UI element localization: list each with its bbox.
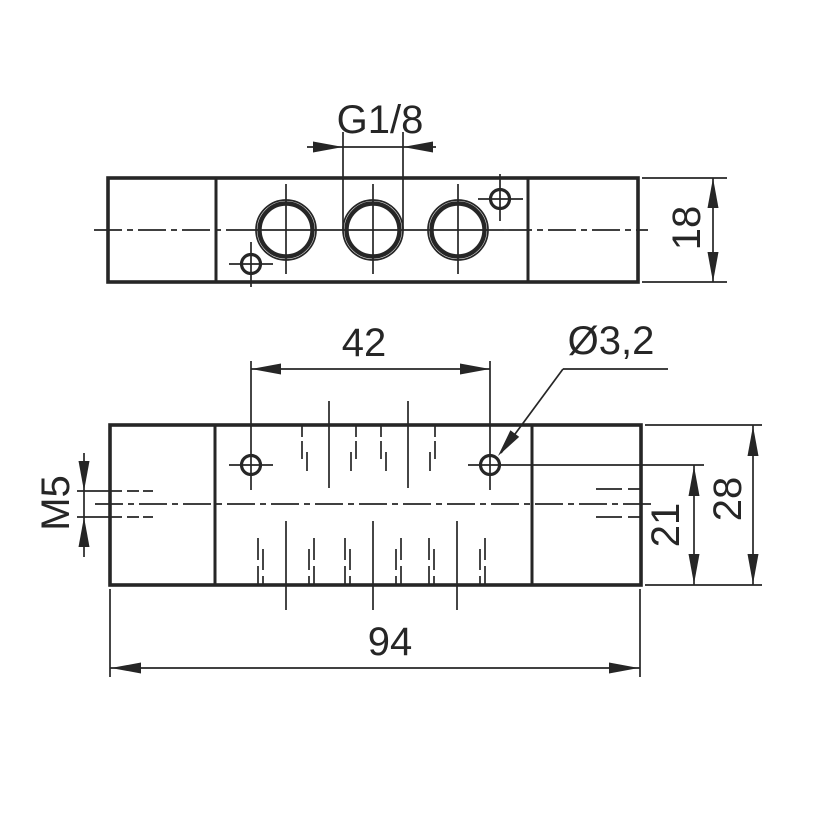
g18-arrow-left — [313, 141, 343, 153]
port-2-bore-circle — [344, 201, 402, 259]
dim42-label: 42 — [342, 321, 387, 365]
m5-arrow-top — [78, 461, 90, 491]
dimension-28: 28 — [645, 424, 762, 586]
dim18-arrow-bottom — [707, 252, 719, 282]
dia32-leader-arrow — [498, 430, 520, 456]
g18-port-1 — [255, 184, 317, 274]
dim94-arrow-left — [111, 662, 141, 674]
dimension-18: 18 — [642, 177, 727, 283]
m5-arrow-bottom — [78, 517, 90, 547]
dimension-42: 42 — [250, 321, 491, 490]
hidden-thread-lines-upper — [301, 425, 436, 471]
dimension-21: 21 — [468, 464, 704, 585]
m5-label: M5 — [34, 475, 78, 531]
g18-port-2 — [342, 184, 404, 274]
port-1-bore-circle — [257, 201, 315, 259]
dim42-arrow-right — [460, 363, 490, 375]
g18-label: G1/8 — [337, 98, 424, 142]
dimension-g18: G1/8 — [307, 98, 436, 231]
dim21-label: 21 — [644, 503, 688, 548]
port-centerlines-bottom — [285, 521, 458, 610]
dim28-arrow-bottom — [747, 554, 759, 584]
dim28-label: 28 — [706, 477, 750, 522]
dim94-label: 94 — [368, 620, 413, 664]
port-1-thread-circle — [255, 199, 317, 261]
dim18-label: 18 — [665, 206, 709, 251]
dia32-label: Ø3,2 — [568, 319, 655, 363]
side-view: G1/8 18 — [94, 98, 727, 287]
top-view-body-outline — [108, 423, 643, 587]
dim94-arrow-right — [609, 662, 639, 674]
top-view: 42 Ø3,2 M5 21 — [34, 319, 762, 677]
m5-thread-marks-left — [127, 490, 153, 518]
dimension-94: 94 — [109, 589, 641, 677]
dim21-arrow-bottom — [688, 554, 700, 584]
side-view-small-hole-lower-left — [229, 242, 273, 287]
port-3-thread-circle — [427, 199, 489, 261]
m5-thread-marks-right — [596, 488, 641, 518]
dimension-dia32-leader: Ø3,2 — [498, 319, 668, 456]
port-centerlines-top — [328, 401, 409, 488]
g18-port-3 — [427, 184, 489, 274]
port-3-bore-circle — [429, 201, 487, 259]
dimension-m5: M5 — [34, 453, 122, 557]
g18-arrow-right — [403, 141, 433, 153]
dim28-arrow-top — [747, 426, 759, 456]
hidden-thread-lines-lower — [257, 538, 486, 586]
dim42-arrow-left — [251, 363, 281, 375]
dim18-arrow-top — [707, 178, 719, 208]
dim21-arrow-top — [688, 466, 700, 496]
side-view-small-hole-upper-right — [478, 174, 523, 221]
